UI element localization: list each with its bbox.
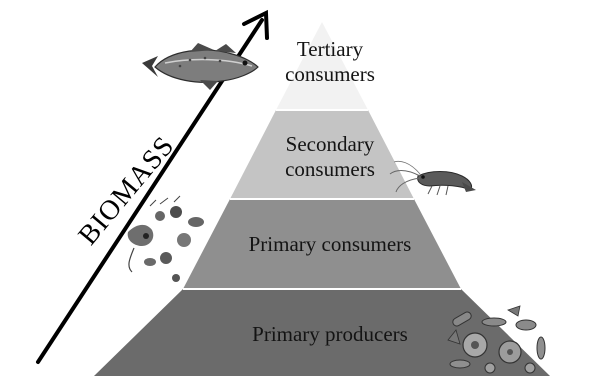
tier-label-tertiary-consumers: Tertiary consumers bbox=[240, 37, 420, 87]
zooplankton-icon bbox=[127, 195, 204, 282]
tier-primary-consumers-band bbox=[183, 199, 461, 289]
tier-label-line: Tertiary bbox=[296, 37, 364, 61]
tier-label-secondary-consumers: Secondary consumers bbox=[225, 132, 435, 182]
tier-tertiary-band bbox=[276, 22, 368, 110]
tier-label-primary-producers: Primary producers bbox=[180, 322, 480, 347]
tier-label-primary-consumers: Primary consumers bbox=[195, 232, 465, 257]
phytoplankton-icon bbox=[447, 305, 546, 374]
tier-secondary-band bbox=[230, 110, 414, 199]
tier-label-line: consumers bbox=[285, 62, 375, 86]
tier-label-line: consumers bbox=[285, 157, 375, 181]
tier-primary-producers-band bbox=[94, 289, 550, 376]
fish-icon bbox=[142, 43, 259, 90]
tier-label-line: Primary consumers bbox=[248, 232, 412, 256]
tier-label-line: Secondary bbox=[285, 132, 375, 156]
tier-label-line: Primary producers bbox=[252, 322, 408, 346]
shrimp-icon bbox=[389, 160, 476, 196]
